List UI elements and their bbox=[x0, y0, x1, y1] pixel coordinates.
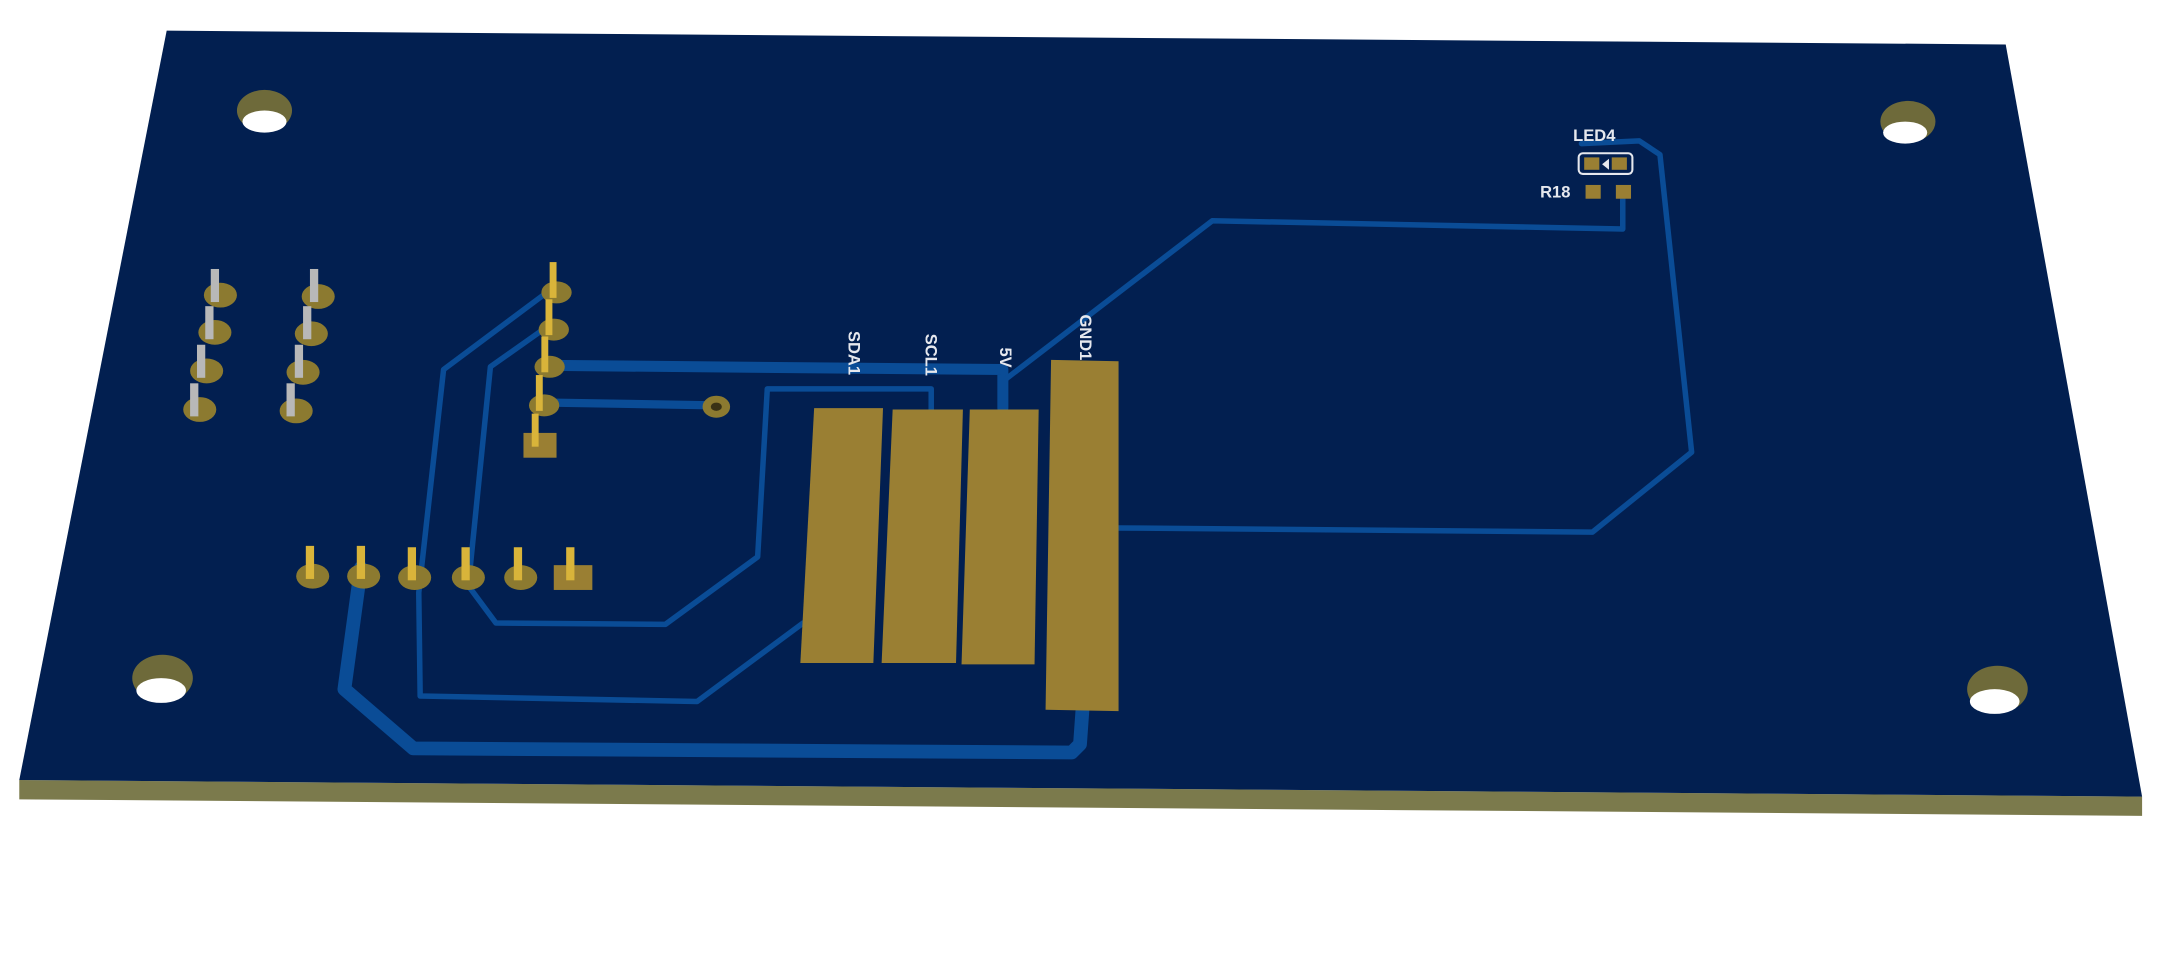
board-edge bbox=[19, 780, 2143, 816]
led4-component bbox=[1577, 152, 1634, 175]
pad-sda bbox=[800, 408, 884, 663]
pin-header-grey bbox=[183, 268, 335, 424]
connector-pads bbox=[800, 359, 1119, 712]
pad-5v bbox=[961, 409, 1039, 665]
traces bbox=[337, 138, 1695, 760]
pad-gnd bbox=[1045, 359, 1119, 712]
mounting-hole bbox=[132, 654, 193, 703]
label-gnd1: GND1 bbox=[1076, 314, 1095, 360]
mounting-hole bbox=[236, 89, 293, 133]
mounting-hole bbox=[1967, 665, 2028, 714]
label-r18: R18 bbox=[1540, 182, 1570, 201]
label-led4: LED4 bbox=[1573, 126, 1616, 145]
pin-header-vertical bbox=[523, 262, 572, 458]
mounting-holes bbox=[132, 89, 2028, 714]
pin-header-horizontal bbox=[296, 545, 593, 590]
r18-component bbox=[1585, 184, 1632, 199]
mounting-hole bbox=[1880, 100, 1936, 144]
label-5v: 5V bbox=[996, 348, 1015, 368]
label-scl1: SCL1 bbox=[922, 334, 941, 376]
label-sda1: SDA1 bbox=[845, 331, 864, 375]
pad-scl bbox=[881, 409, 963, 663]
